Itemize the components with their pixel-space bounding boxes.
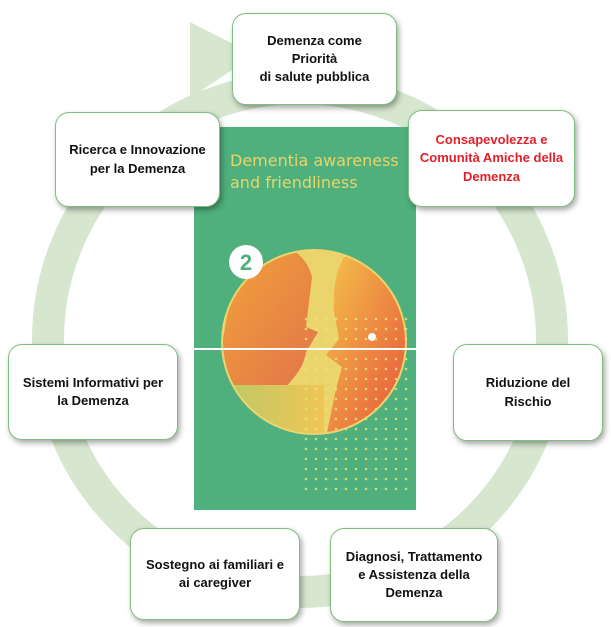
- card-line: Demenza: [385, 585, 443, 601]
- card-line: Riduzione del Rischio: [485, 375, 571, 409]
- poster-title: Dementia awareness and friendliness: [230, 150, 410, 194]
- card-risk-reduction: Riduzione del Rischio: [453, 344, 603, 441]
- card-line: e Assistenza della: [358, 566, 470, 582]
- card-research-innovation: Ricerca e Innovazione per la Demenza: [55, 112, 220, 207]
- card-line: Sistemi Informativi per: [22, 374, 164, 390]
- number-badge-label: 2: [240, 250, 252, 275]
- card-line: la Demenza: [57, 393, 129, 408]
- card-public-health-priority: Demenza come Priorità di salute pubblica: [232, 13, 397, 105]
- card-awareness-friendly-communities: Consapevolezza e Comunità Amiche della D…: [408, 110, 575, 207]
- card-information-systems: Sistemi Informativi per la Demenza: [8, 344, 178, 440]
- card-line: Demenza come Priorità: [267, 32, 362, 66]
- poster-title-line: Dementia awareness: [230, 151, 399, 170]
- card-line: Demenza: [462, 168, 521, 184]
- cycle-arrowhead: [190, 22, 255, 98]
- card-line: ai caregiver: [178, 575, 252, 590]
- card-line: Comunità Amiche della: [419, 150, 564, 166]
- poster-title-line: and friendliness: [230, 173, 358, 192]
- card-family-caregiver-support: Sostegno ai familiari e ai caregiver: [130, 528, 300, 620]
- card-line: Consapevolezza e: [435, 132, 548, 148]
- card-line: Ricerca e Innovazione: [69, 142, 206, 158]
- card-line: di salute pubblica: [259, 69, 370, 85]
- poster-dot-field: [304, 317, 414, 497]
- number-badge: [229, 245, 263, 279]
- card-line: per la Demenza: [89, 160, 186, 176]
- card-line: Diagnosi, Trattamento: [345, 548, 483, 564]
- poster-illustration: 2: [194, 127, 416, 510]
- card-line: Sostegno ai familiari e: [146, 556, 284, 572]
- poster-artwork: 2: [194, 245, 416, 497]
- card-diagnosis-treatment-care: Diagnosi, Trattamento e Assistenza della…: [330, 528, 498, 622]
